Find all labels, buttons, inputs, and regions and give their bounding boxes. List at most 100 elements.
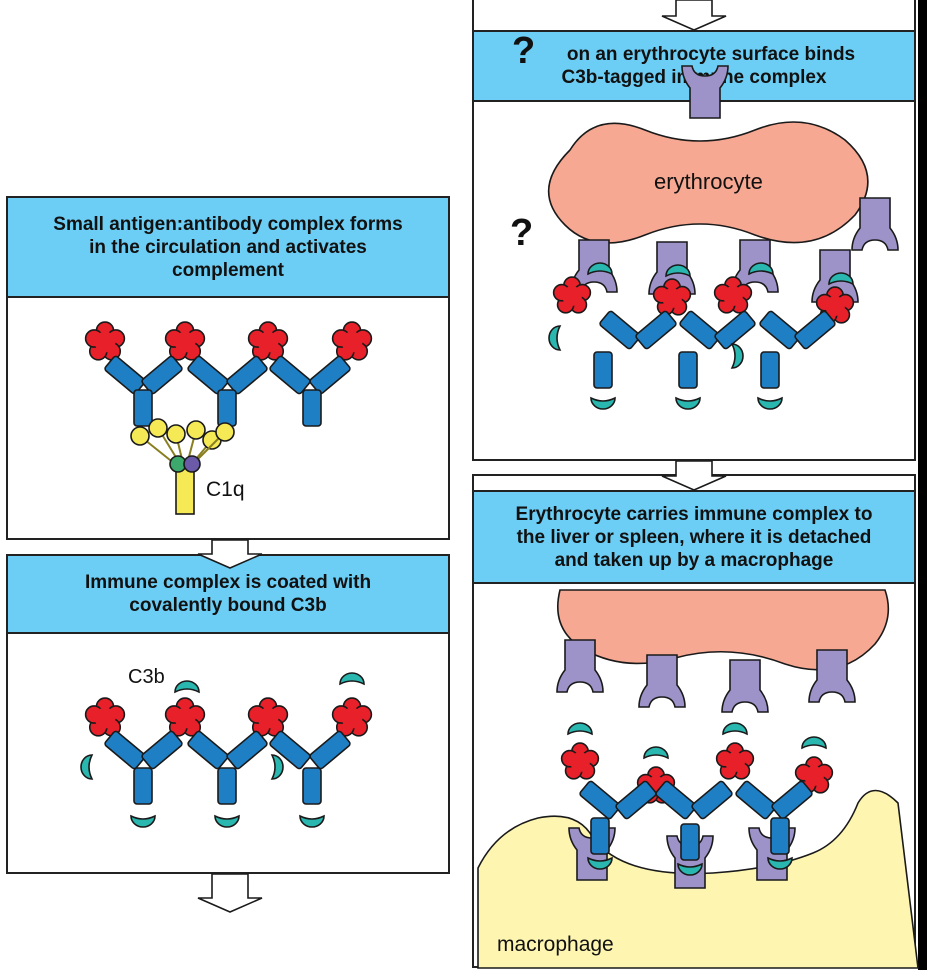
c3b-fragment bbox=[270, 754, 284, 780]
antigen-center bbox=[341, 707, 363, 729]
antibody-stem bbox=[770, 817, 790, 855]
cr1-receptor bbox=[808, 649, 856, 703]
antigen bbox=[247, 697, 289, 737]
question-mark-side: ? bbox=[510, 212, 534, 254]
antigen bbox=[164, 697, 206, 737]
cr1-receptor bbox=[638, 654, 686, 708]
c1q-head bbox=[186, 420, 206, 440]
antibody-segment bbox=[226, 355, 268, 395]
c1q-head bbox=[148, 418, 168, 438]
c3b-fragment bbox=[587, 262, 613, 276]
antigen-center bbox=[723, 286, 743, 306]
c3b-fragment bbox=[665, 264, 691, 278]
c3b-fragment bbox=[80, 754, 94, 780]
antibody-segment bbox=[141, 730, 183, 770]
antigen-center bbox=[804, 766, 824, 786]
antigen bbox=[715, 742, 755, 780]
c3b-fragment bbox=[590, 396, 616, 410]
antibody-stem bbox=[133, 767, 153, 805]
panel-4-header-line: the liver or spleen, where it is detache… bbox=[516, 526, 872, 548]
c3b-fragment bbox=[130, 814, 156, 828]
flow-arrow bbox=[661, 0, 727, 31]
panel-2-header-line: Immune complex is coated with bbox=[84, 572, 372, 593]
panel-1-header-line: complement bbox=[172, 259, 284, 281]
antibody-stem bbox=[302, 389, 322, 427]
antibody-segment bbox=[226, 730, 268, 770]
c3b-fragment bbox=[174, 680, 200, 694]
antibody-stem bbox=[133, 389, 153, 427]
antigen bbox=[652, 278, 692, 316]
antigen bbox=[247, 321, 289, 361]
antigen-center bbox=[662, 288, 682, 308]
c3b-fragment bbox=[722, 722, 748, 736]
panel-1-header-line: Small antigen:antibody complex forms bbox=[53, 213, 403, 235]
antibody-segment bbox=[615, 780, 657, 820]
antibody-segment bbox=[104, 355, 146, 395]
antigen-center bbox=[257, 707, 279, 729]
antibody-segment bbox=[309, 355, 351, 395]
antibody-stem bbox=[680, 823, 700, 861]
panel-4-header-line: and taken up by a macrophage bbox=[554, 549, 834, 571]
antigen-center bbox=[570, 752, 590, 772]
antigen-center bbox=[174, 707, 196, 729]
antibody-segment bbox=[679, 310, 721, 350]
cr1-receptor bbox=[721, 659, 769, 713]
antibody-segment bbox=[269, 355, 311, 395]
antigen bbox=[84, 697, 126, 737]
c1q-head bbox=[130, 426, 150, 446]
question-mark-header: ? bbox=[512, 30, 536, 72]
antibody-segment bbox=[655, 780, 697, 820]
c3b-fragment bbox=[757, 396, 783, 410]
label-erythrocyte: erythrocyte bbox=[654, 169, 763, 194]
c3b-fragment bbox=[567, 722, 593, 736]
antibody-stem bbox=[217, 767, 237, 805]
antibody-segment bbox=[735, 780, 777, 820]
antigen bbox=[713, 276, 753, 314]
antibody-stem bbox=[760, 351, 780, 389]
antibody-stem bbox=[217, 389, 237, 427]
c3b-fragment bbox=[643, 746, 669, 760]
c3b-fragment bbox=[548, 325, 562, 351]
cr1-receptor bbox=[681, 65, 729, 119]
antigen bbox=[331, 321, 373, 361]
c3b-fragment bbox=[587, 856, 613, 870]
antigen bbox=[560, 742, 600, 780]
cr1-receptor bbox=[851, 197, 899, 251]
antibody-segment bbox=[794, 310, 836, 350]
antibody-segment bbox=[309, 730, 351, 770]
antigen-center bbox=[725, 752, 745, 772]
c3b-fragment bbox=[299, 814, 325, 828]
antibody-segment bbox=[269, 730, 311, 770]
c3b-fragment bbox=[730, 343, 744, 369]
c3b-fragment bbox=[675, 396, 701, 410]
c1q-head bbox=[215, 422, 235, 442]
antibody-segment bbox=[759, 310, 801, 350]
c1s bbox=[183, 455, 201, 473]
antibody-segment bbox=[141, 355, 183, 395]
c3b-fragment bbox=[214, 814, 240, 828]
panel-2-header-line: covalently bound C3b bbox=[129, 595, 327, 616]
antibody-stem bbox=[590, 817, 610, 855]
antigen-center bbox=[94, 331, 116, 353]
antibody-segment bbox=[771, 780, 813, 820]
c3b-fragment bbox=[677, 862, 703, 876]
antigen-center bbox=[341, 331, 363, 353]
flow-arrow bbox=[197, 873, 263, 913]
antibody-segment bbox=[599, 310, 641, 350]
antigen bbox=[84, 321, 126, 361]
c3b-fragment bbox=[828, 272, 854, 286]
antibody-stem bbox=[302, 767, 322, 805]
c1q-stem bbox=[175, 465, 195, 515]
antibody-segment bbox=[104, 730, 146, 770]
antigen bbox=[331, 697, 373, 737]
label-c3b: C3b bbox=[128, 666, 165, 688]
antibody-segment bbox=[187, 355, 229, 395]
c3b-fragment bbox=[339, 672, 365, 686]
c1q-complex bbox=[130, 418, 235, 515]
c3b-fragment bbox=[801, 736, 827, 750]
antigen-center bbox=[825, 296, 845, 316]
panel-1-header-line: in the circulation and activates bbox=[89, 236, 367, 258]
antigen bbox=[552, 276, 592, 314]
